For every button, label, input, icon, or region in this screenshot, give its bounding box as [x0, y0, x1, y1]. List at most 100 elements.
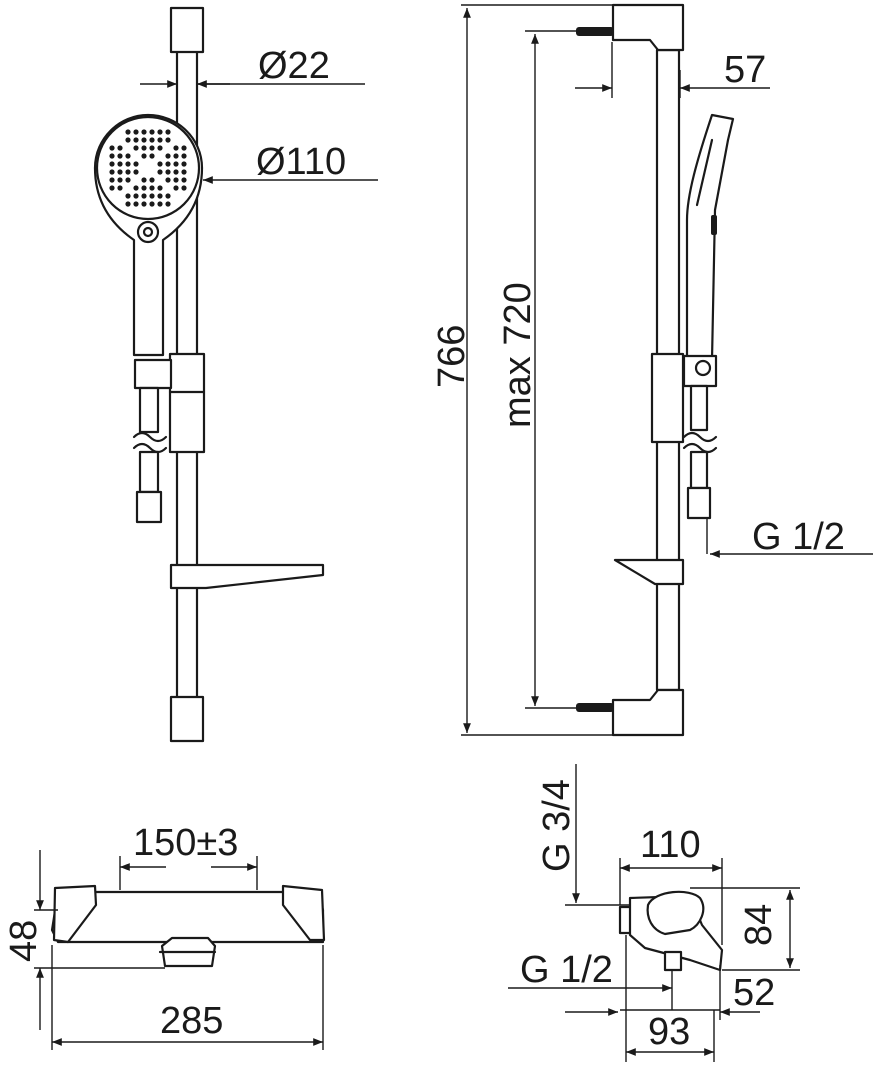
dim-adjustment-range: max 720 [497, 282, 539, 428]
front-soap-shelf [169, 563, 325, 590]
nozzle [125, 129, 131, 135]
side-bottom-bracket [576, 688, 685, 737]
dim-handshower-diameter: Ø110 [256, 141, 346, 183]
nozzle [109, 177, 115, 183]
nozzle [181, 185, 187, 191]
nozzle [133, 137, 139, 143]
nozzle [173, 169, 179, 175]
nozzle [133, 201, 139, 207]
nozzle [125, 153, 131, 159]
nozzle [157, 185, 163, 191]
nozzle [117, 177, 123, 183]
front-top-cap [169, 6, 205, 54]
nozzle [173, 145, 179, 151]
nozzle [117, 169, 123, 175]
nozzle [165, 177, 171, 183]
nozzle [149, 185, 155, 191]
nozzle [157, 169, 163, 175]
mixer-side-outlet [663, 950, 683, 972]
nozzle [157, 137, 163, 143]
nozzle [141, 129, 147, 135]
nozzle [125, 161, 131, 167]
nozzle [125, 177, 131, 183]
nozzle [149, 137, 155, 143]
nozzle [141, 185, 147, 191]
nozzle [165, 153, 171, 159]
dim-outlet-height: 52 [733, 972, 775, 1014]
nozzle [165, 201, 171, 207]
nozzle [125, 193, 131, 199]
dim-outlet-thread: G 1/2 [752, 516, 845, 558]
nozzle [117, 145, 123, 151]
nozzle [157, 145, 163, 151]
nozzle [149, 153, 155, 159]
nozzle [125, 201, 131, 207]
dim-total-height: 766 [431, 325, 473, 388]
nozzle [133, 145, 139, 151]
nozzle [117, 185, 123, 191]
nozzle [109, 185, 115, 191]
nozzle [149, 201, 155, 207]
dim-connection-spacing: 150±3 [133, 822, 238, 864]
nozzle [109, 153, 115, 159]
nozzle [165, 161, 171, 167]
front-handshower [93, 113, 204, 357]
dim-wall-offset: 57 [724, 49, 766, 91]
mixer-side-view: G 3/4 110 84 G 1/2 52 93 [508, 764, 800, 1062]
dim-supply-thread: G 3/4 [536, 779, 578, 872]
nozzle [133, 185, 139, 191]
nozzle [141, 145, 147, 151]
nozzle [173, 185, 179, 191]
nozzle [109, 169, 115, 175]
mixer-front-view: 150±3 48 285 [3, 822, 326, 1050]
nozzle [149, 145, 155, 151]
side-handshower [685, 113, 735, 362]
nozzle [165, 193, 171, 199]
nozzle [109, 161, 115, 167]
nozzle [173, 177, 179, 183]
nozzle [157, 129, 163, 135]
nozzle [149, 129, 155, 135]
nozzle [157, 201, 163, 207]
nozzle [141, 137, 147, 143]
nozzle [141, 201, 147, 207]
side-slider [650, 352, 718, 444]
side-view-shower-set: 766 max 720 57 [431, 3, 873, 737]
front-holder [133, 358, 173, 390]
nozzle [181, 153, 187, 159]
nozzle [133, 169, 139, 175]
nozzle-pattern [109, 129, 187, 207]
nozzle [165, 169, 171, 175]
nozzle [125, 137, 131, 143]
mixer-right-handle [281, 884, 326, 942]
front-slider [168, 352, 206, 454]
nozzle [173, 153, 179, 159]
nozzle [181, 169, 187, 175]
dim-rail-diameter: Ø22 [258, 45, 330, 87]
nozzle [141, 177, 147, 183]
dim-mixer-outlet-thread: G 1/2 [520, 949, 613, 991]
nozzle [117, 153, 123, 159]
nozzle [141, 153, 147, 159]
nozzle [125, 169, 131, 175]
nozzle [149, 177, 155, 183]
front-bottom-cap [169, 695, 205, 743]
nozzle [149, 193, 155, 199]
mixer-left-handle [52, 884, 98, 944]
nozzle [133, 161, 139, 167]
dim-mixer-depth: 110 [640, 824, 701, 866]
side-top-bracket [576, 3, 685, 52]
nozzle [133, 193, 139, 199]
front-hose [132, 386, 168, 524]
nozzle [157, 193, 163, 199]
nozzle [133, 129, 139, 135]
nozzle [165, 129, 171, 135]
nozzle [109, 145, 115, 151]
nozzle [181, 161, 187, 167]
side-soap-shelf [613, 558, 685, 586]
dim-mixer-height: 48 [3, 920, 45, 962]
nozzle [181, 145, 187, 151]
dim-mixer-width: 285 [160, 1000, 223, 1042]
side-hose [682, 384, 718, 520]
